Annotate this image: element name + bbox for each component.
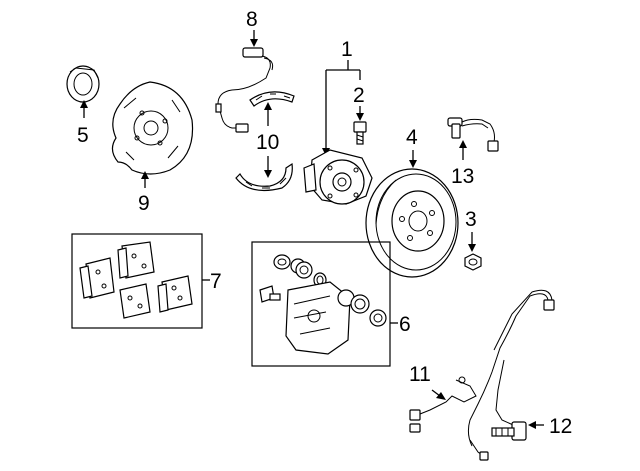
callout-11: 11 <box>409 363 431 386</box>
callout-1: 1 <box>341 38 353 61</box>
callout-10: 10 <box>256 131 279 154</box>
callout-7: 7 <box>210 270 222 293</box>
arrowhead-5 <box>80 100 88 108</box>
hub-bolt-icon[interactable] <box>353 121 367 145</box>
callout-4: 4 <box>406 126 418 149</box>
pad-set-box <box>71 233 203 329</box>
brake-pad-set-icon[interactable] <box>79 241 193 319</box>
caliper-kit-box <box>251 241 391 367</box>
seal-ring-icon[interactable] <box>66 65 100 103</box>
arrowhead-3 <box>468 244 476 252</box>
callout-9: 9 <box>138 192 150 215</box>
callout-2: 2 <box>353 84 365 107</box>
wear-sensor-icon[interactable] <box>215 47 274 133</box>
arrowhead-2 <box>356 113 364 121</box>
arrowhead-8 <box>250 39 258 47</box>
parking-brake-shoe-icon[interactable] <box>235 91 295 191</box>
arrowhead-4 <box>409 160 417 168</box>
brake-hose-icon[interactable] <box>447 117 499 152</box>
callout-3: 3 <box>465 208 477 231</box>
callout-8: 8 <box>246 8 258 31</box>
arrowhead-10-down <box>264 170 272 178</box>
arrowhead-9 <box>141 171 149 179</box>
hub-bearing-icon[interactable] <box>303 149 373 205</box>
arrowhead-13 <box>459 140 467 148</box>
abs-sensor-icon[interactable] <box>491 421 527 441</box>
leader-1 <box>325 60 361 150</box>
arrowhead-12 <box>528 421 536 429</box>
callout-5: 5 <box>77 124 89 147</box>
arrowhead-10-up <box>264 102 272 110</box>
arrowhead-11 <box>436 392 446 400</box>
callout-13: 13 <box>451 165 474 188</box>
callout-12: 12 <box>549 415 572 438</box>
lug-nut-icon[interactable] <box>464 253 482 271</box>
callout-6: 6 <box>399 313 411 336</box>
caliper-kit-icon[interactable] <box>259 254 387 355</box>
abs-sensor-harness-icon[interactable] <box>409 289 555 461</box>
backing-plate-icon[interactable] <box>111 81 194 175</box>
brake-rotor-icon[interactable] <box>365 168 459 278</box>
